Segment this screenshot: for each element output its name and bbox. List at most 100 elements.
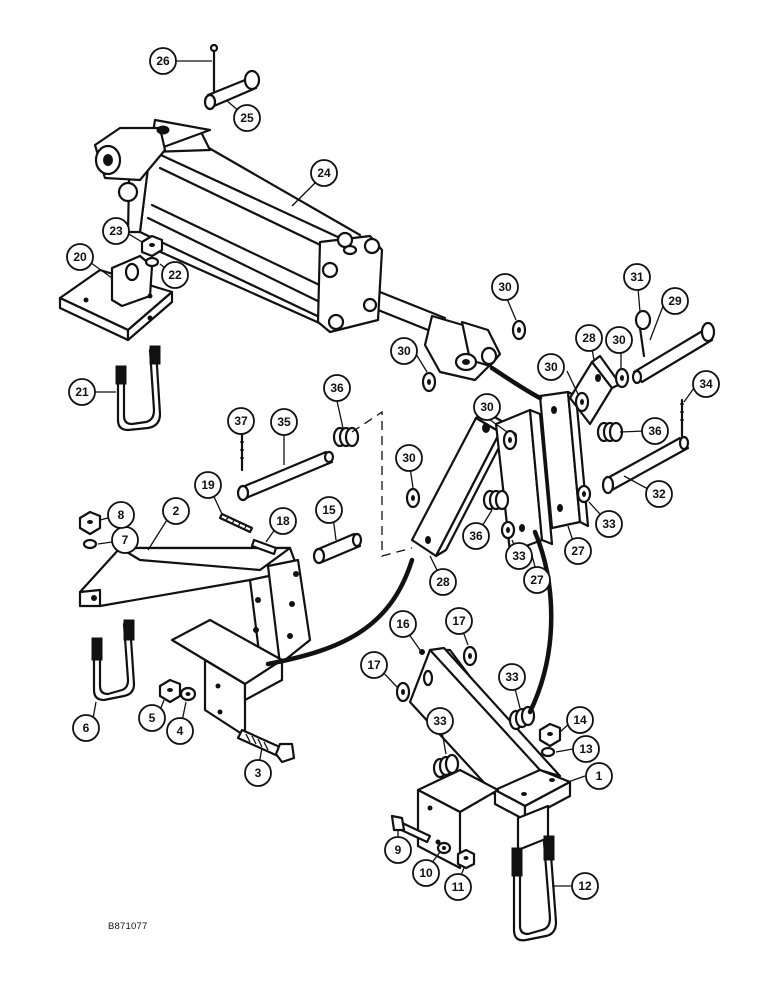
callout-label: 30 bbox=[498, 280, 512, 294]
callout-label: 30 bbox=[402, 451, 416, 465]
callout-30e: 30 bbox=[537, 353, 565, 381]
callout-20: 20 bbox=[66, 243, 94, 271]
pin-35 bbox=[236, 450, 335, 502]
callout-label: 30 bbox=[480, 400, 494, 414]
hydraulic-hose-right bbox=[527, 529, 554, 715]
callout-label: 31 bbox=[630, 270, 644, 284]
callout-label: 5 bbox=[149, 711, 156, 725]
spacer-washers-33-upper bbox=[508, 705, 536, 731]
callout-label: 7 bbox=[122, 533, 129, 547]
spacer-washers-33-lower bbox=[432, 753, 460, 779]
callout-label: 33 bbox=[512, 549, 526, 563]
washer-30-link-b bbox=[405, 487, 421, 509]
callout-12: 12 bbox=[571, 872, 599, 900]
callout-label: 35 bbox=[277, 415, 291, 429]
callout-29: 29 bbox=[661, 287, 689, 315]
callout-30d: 30 bbox=[395, 444, 423, 472]
washer-17-top bbox=[462, 645, 478, 667]
callout-label: 33 bbox=[433, 714, 447, 728]
callout-label: 10 bbox=[419, 866, 433, 880]
callout-36a: 36 bbox=[323, 374, 351, 402]
callout-27b: 27 bbox=[564, 537, 592, 565]
callout-label: 36 bbox=[330, 381, 344, 395]
callout-label: 30 bbox=[397, 344, 411, 358]
callout-5: 5 bbox=[138, 704, 166, 732]
callout-13: 13 bbox=[572, 735, 600, 763]
callout-label: 16 bbox=[396, 617, 410, 631]
callout-label: 33 bbox=[602, 517, 616, 531]
washer-33-center bbox=[500, 520, 516, 540]
roll-pin-18 bbox=[250, 538, 278, 556]
lock-washer-7 bbox=[82, 538, 98, 550]
callout-18: 18 bbox=[269, 507, 297, 535]
callout-27a: 27 bbox=[523, 566, 551, 594]
callout-label: 17 bbox=[452, 614, 466, 628]
roll-pin-19 bbox=[218, 512, 254, 534]
link-plate-28-left bbox=[410, 410, 512, 558]
callout-label: 1 bbox=[596, 769, 603, 783]
callout-23: 23 bbox=[102, 217, 130, 245]
callout-1: 1 bbox=[585, 762, 613, 790]
callout-28a: 28 bbox=[429, 568, 457, 596]
washer-17-left bbox=[395, 681, 411, 703]
callout-label: 32 bbox=[652, 487, 666, 501]
callout-30c: 30 bbox=[473, 393, 501, 421]
callout-17a: 17 bbox=[445, 607, 473, 635]
callout-label: 30 bbox=[544, 360, 558, 374]
callout-35: 35 bbox=[270, 408, 298, 436]
callout-10: 10 bbox=[412, 859, 440, 887]
callout-6: 6 bbox=[72, 714, 100, 742]
lock-washer-13 bbox=[540, 746, 556, 758]
callout-label: 28 bbox=[436, 575, 450, 589]
callout-2: 2 bbox=[162, 497, 190, 525]
callout-36c: 36 bbox=[462, 522, 490, 550]
callout-label: 18 bbox=[276, 514, 290, 528]
washer-30-link-c bbox=[574, 391, 590, 413]
callout-11: 11 bbox=[444, 873, 472, 901]
callout-7: 7 bbox=[111, 526, 139, 554]
hydraulic-hose-top bbox=[489, 365, 543, 401]
callout-14: 14 bbox=[566, 706, 594, 734]
callout-17b: 17 bbox=[360, 651, 388, 679]
callout-label: 27 bbox=[530, 573, 544, 587]
callout-9: 9 bbox=[384, 836, 412, 864]
nut-8 bbox=[78, 510, 102, 536]
callout-16: 16 bbox=[389, 610, 417, 638]
spacer-washers-36-left bbox=[332, 426, 360, 448]
nut-14 bbox=[538, 722, 562, 748]
callout-34: 34 bbox=[692, 370, 720, 398]
callout-36b: 36 bbox=[641, 417, 669, 445]
callout-label: 36 bbox=[648, 424, 662, 438]
callout-28b: 28 bbox=[575, 324, 603, 352]
callout-label: 33 bbox=[505, 670, 519, 684]
grease-fitting-16 bbox=[419, 649, 425, 655]
washer-10 bbox=[436, 841, 452, 855]
mounting-bracket-20 bbox=[58, 254, 174, 342]
callout-label: 30 bbox=[612, 333, 626, 347]
callout-37: 37 bbox=[227, 407, 255, 435]
callout-31: 31 bbox=[623, 263, 651, 291]
washer-30-rod bbox=[511, 319, 527, 341]
spacer-washers-36-right bbox=[596, 421, 624, 443]
callout-24: 24 bbox=[310, 159, 338, 187]
hydraulic-hose-left bbox=[265, 557, 415, 667]
washer-30-lower-rod bbox=[421, 371, 437, 393]
pin-32 bbox=[601, 435, 690, 495]
callout-label: 23 bbox=[109, 224, 123, 238]
link-plate-27-right bbox=[538, 390, 590, 530]
alignment-centerline bbox=[351, 410, 413, 557]
bolt-9 bbox=[390, 814, 432, 844]
callout-33a: 33 bbox=[505, 542, 533, 570]
callout-label: 13 bbox=[579, 742, 593, 756]
callout-label: 36 bbox=[469, 529, 483, 543]
callout-19: 19 bbox=[194, 471, 222, 499]
callout-33b: 33 bbox=[595, 510, 623, 538]
callout-label: 12 bbox=[578, 879, 592, 893]
callout-label: 22 bbox=[168, 268, 182, 282]
figure-id: B871077 bbox=[108, 921, 148, 932]
main-bracket-2 bbox=[78, 546, 312, 738]
right-bracket-1 bbox=[408, 646, 572, 870]
callout-label: 14 bbox=[573, 713, 587, 727]
cylinder-pin-25 bbox=[203, 69, 261, 111]
